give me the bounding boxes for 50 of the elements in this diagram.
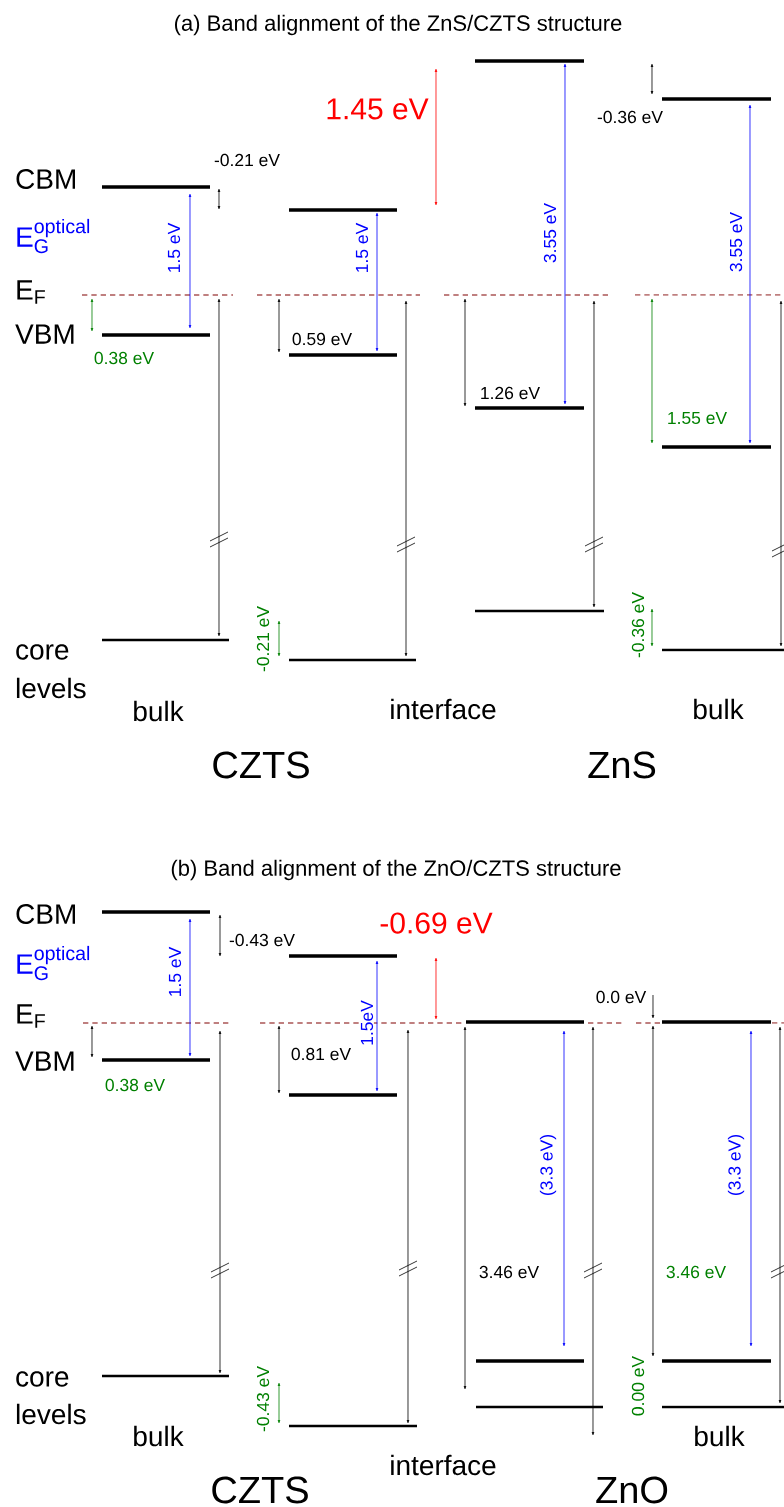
energy-value: 3.46 eV [478,1265,540,1279]
energy-value: 1.5 eV [167,221,181,275]
energy-value: 1.26 eV [479,386,541,400]
energy-value: (3.3 eV) [727,1133,745,1197]
energy-value: 0.38 eV [93,351,155,365]
energy-value: 0.59 eV [291,332,353,346]
level-name: CBM [14,168,79,190]
level-name: $\mathrm{E}_{\mathrm{G}}^{\mathrm{optical}}$ [14,218,92,254]
level-name: $\mathrm{E}_{\mathrm{G}}^{\mathrm{optical}}$ [14,945,92,981]
energy-value: 1.5 eV [355,221,369,275]
region-label: bulk [692,1424,746,1448]
energy-value: 1.5eV [360,999,374,1047]
region-label: bulk [131,699,185,723]
material-label: ZnS [586,750,658,780]
level-name: core [14,1370,71,1388]
level-name: $\mathrm{E}_{\mathrm{F}}$ [14,279,48,305]
energy-value: 3.55 eV [543,202,557,264]
region-label: bulk [131,1424,185,1448]
energy-value: 1.5 eV [168,945,182,999]
energy-value: 0.81 eV [290,1047,352,1061]
level-name: VBM [14,1050,77,1072]
energy-value: -0.36 eV [631,591,645,659]
level-name: core [14,643,71,661]
energy-value: -0.21 eV [256,605,270,673]
material-label: ZnO [594,1475,670,1505]
material-label: CZTS [210,750,312,780]
material-label: CZTS [209,1475,311,1505]
panel-title: (a) Band alignment of the ZnS/CZTS structure [172,13,624,37]
level-name: levels [14,676,88,700]
energy-value: 3.46 eV [665,1265,727,1279]
energy-value: -0.43 eV [256,1365,270,1433]
level-name: levels [14,1402,88,1426]
energy-value: 3.55 eV [729,211,743,273]
energy-value: 0.0 eV [594,990,648,1004]
panel-title: (b) Band alignment of the ZnO/CZTS structure [169,858,623,882]
energy-value: (3.3 eV) [539,1133,557,1197]
energy-value: 0.38 eV [104,1078,166,1092]
energy-value: 0.00 eV [631,1355,645,1417]
region-label: interface [388,697,498,721]
energy-value: -0.69 eV [378,911,494,935]
energy-value: -0.36 eV [596,110,664,124]
level-name: VBM [14,323,77,345]
level-name: $\mathrm{E}_{\mathrm{F}}$ [14,1003,48,1029]
energy-value: -0.43 eV [228,933,296,947]
region-label: bulk [691,697,745,721]
region-label: interface [388,1453,498,1477]
level-name: CBM [14,903,79,925]
energy-value: -0.21 eV [213,153,281,167]
energy-value: 1.45 eV [324,97,430,121]
energy-value: 1.55 eV [666,411,728,425]
